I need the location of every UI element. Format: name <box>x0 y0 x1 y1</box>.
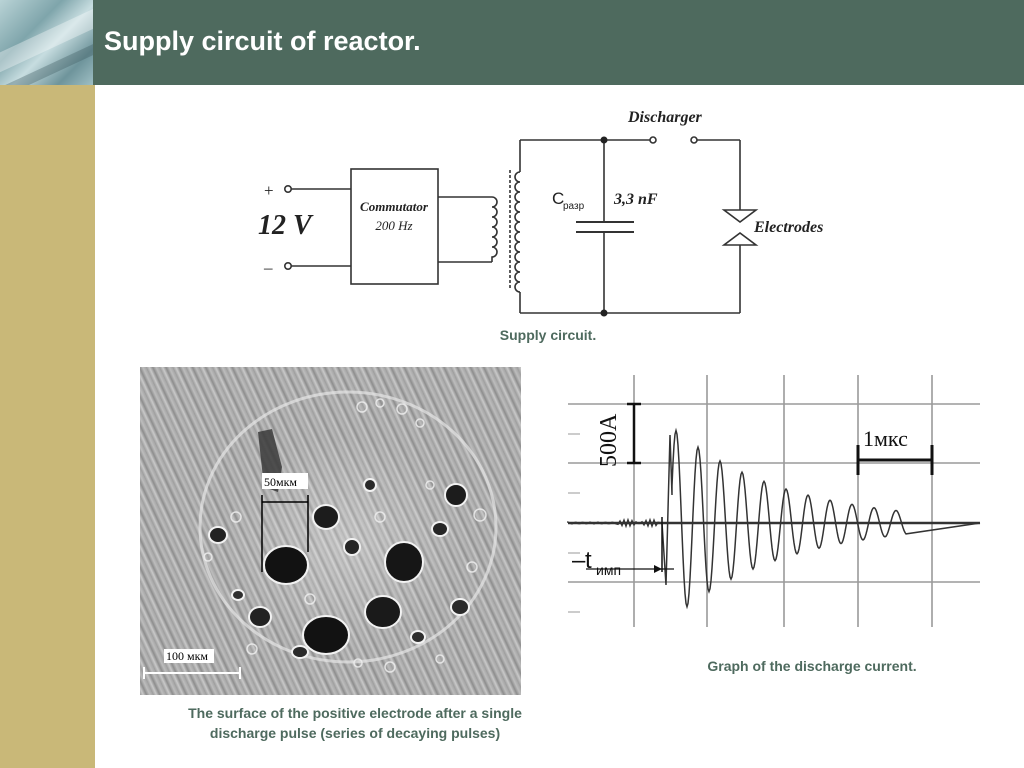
pulse-label-t: t <box>585 547 592 574</box>
graph-ticks <box>568 433 580 613</box>
scale-label-small-bg <box>262 473 308 489</box>
supply-circuit-diagram: + – 12 V Commutator 200 Hz Discharger C … <box>258 109 823 317</box>
scale-bar-small <box>261 495 309 572</box>
capacitor-subscript: разр <box>563 201 585 212</box>
crater-pit <box>363 478 377 492</box>
header-bar: Supply circuit of reactor. <box>0 0 1024 85</box>
junction-dot <box>600 136 608 144</box>
circuit-caption: Supply circuit. <box>499 327 597 343</box>
time-scale-marker <box>856 445 934 475</box>
scale-label-large-bg <box>164 649 214 663</box>
minus-sign: – <box>263 258 273 277</box>
minus-terminal <box>283 262 292 271</box>
photo-caption-line1: The surface of the positive electrode af… <box>188 705 522 721</box>
discharger-contact-left <box>649 136 657 144</box>
page-title: Supply circuit of reactor. <box>104 26 421 56</box>
crater-pit <box>263 545 309 585</box>
crater-rim <box>198 390 498 664</box>
crater-pit <box>248 606 272 628</box>
crater-pit <box>312 504 340 530</box>
time-scale-label: 1мкс <box>863 426 908 451</box>
transformer-secondary-coil <box>514 171 521 293</box>
pulse-label-sub: имп <box>596 562 621 578</box>
electrode-surface-micrograph: 50мкм 100 мкм <box>140 367 521 695</box>
crater-pit <box>431 521 449 537</box>
header-thumbnail-image <box>0 0 93 85</box>
electrode-upper <box>721 209 759 223</box>
scale-label-large: 100 мкм <box>166 649 208 663</box>
photo-caption-line2: discharge pulse (series of decaying puls… <box>209 725 501 741</box>
crater-pit <box>302 615 350 655</box>
amplitude-label: 500A <box>596 413 622 467</box>
plus-terminal <box>283 185 292 194</box>
commutator-label: Commutator <box>360 199 429 214</box>
voltage-label: 12 V <box>258 210 314 241</box>
capacitor-symbol: C <box>552 189 564 208</box>
pulse-arrow-head <box>654 565 662 573</box>
commutator-box <box>350 168 439 285</box>
crater-pit <box>291 645 309 659</box>
scale-label-small: 50мкм <box>264 475 297 489</box>
crater-pit <box>343 538 361 556</box>
discharger-label: Discharger <box>627 109 703 126</box>
transformer-primary-coil <box>491 196 498 262</box>
scale-bar-large <box>143 667 241 679</box>
capacitor-value: 3,3 nF <box>613 191 658 208</box>
amplitude-marker <box>627 402 641 465</box>
electrode-lower <box>721 232 759 246</box>
crater-pit <box>364 595 402 629</box>
junction-dot <box>600 309 608 317</box>
discharge-current-graph: 500A 1мкс – t имп <box>567 375 981 627</box>
graph-caption: Graph of the discharge current. <box>707 658 917 674</box>
crater-pit <box>450 598 470 616</box>
pulse-label-prefix: – <box>572 547 586 574</box>
crater-pit <box>444 483 468 507</box>
crater-pit <box>384 541 424 583</box>
crater-pit <box>208 526 228 544</box>
crater-pit <box>231 589 245 601</box>
commutator-frequency: 200 Hz <box>375 218 412 233</box>
left-sidebar-band <box>0 85 95 768</box>
plus-sign: + <box>264 181 274 200</box>
discharger-contact-right <box>690 136 698 144</box>
discharge-current-waveform <box>567 427 981 610</box>
electrodes-label: Electrodes <box>753 219 823 236</box>
crater-pit <box>410 630 426 644</box>
